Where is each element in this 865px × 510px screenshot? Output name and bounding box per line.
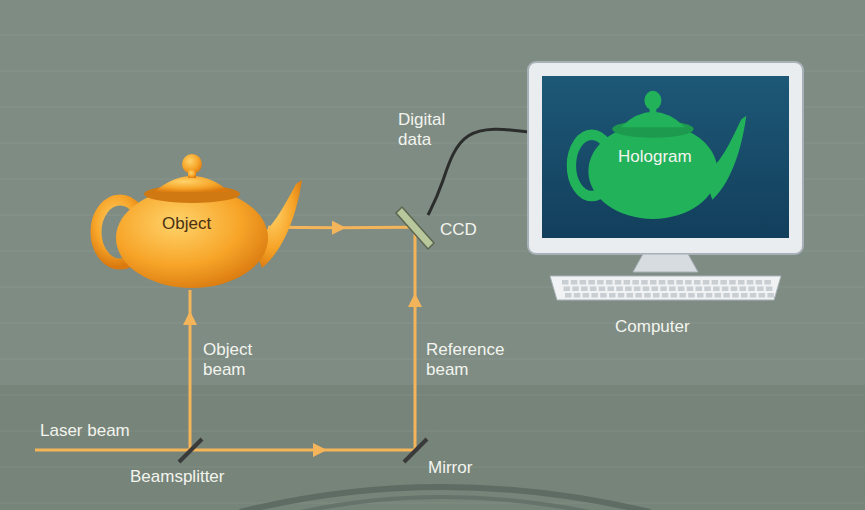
edge-label: Digital data — [398, 110, 468, 150]
node-label: CCD — [440, 220, 477, 240]
ccd-sensor: CCD — [392, 203, 482, 255]
node-label: Hologram — [618, 147, 692, 167]
object-beam — [189, 290, 192, 450]
hologram-image: Hologram — [568, 87, 748, 219]
data-cable — [428, 129, 529, 215]
mirror-plate — [404, 439, 427, 462]
decor-arc — [240, 487, 650, 510]
object-teapot: Object — [92, 150, 304, 288]
part-label: Mirror — [428, 458, 508, 478]
part-label: Reference beam — [426, 340, 521, 380]
computer-monitor: Computer Hologram — [528, 62, 803, 347]
node-label: Object — [162, 214, 211, 234]
reference-beam — [414, 232, 417, 450]
part-label: Beamsplitter — [130, 467, 250, 487]
node-label: Computer — [615, 317, 690, 337]
decor-arc — [300, 497, 590, 510]
laser-beam — [35, 449, 415, 452]
part-label: Laser beam — [40, 421, 170, 441]
part-label: Object beam — [203, 340, 273, 380]
beamsplitter-plate — [179, 439, 202, 462]
